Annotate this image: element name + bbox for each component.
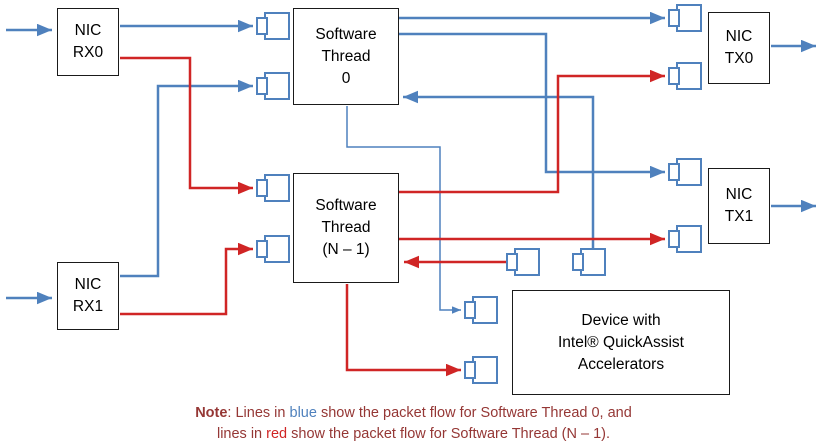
nic-rx1-label-line1: NIC — [74, 276, 102, 293]
queue-tab — [256, 179, 268, 197]
nic-rx0-box: NIC RX0 — [57, 8, 119, 76]
nic-tx0-label-line1: NIC — [725, 28, 753, 45]
note-line2-pre: lines in — [216, 426, 267, 443]
queue-tab — [464, 361, 476, 379]
queue-tab — [256, 17, 268, 35]
flow-blue-device-to-thread0 — [403, 90, 595, 248]
flow-blue-thread0-to-tx1-queue — [399, 32, 665, 179]
queue-threadn-in-from-rx1-icon — [256, 235, 290, 263]
flow-red-threadn-to-device-queue — [345, 284, 461, 377]
device-label-line1: Device with — [581, 311, 661, 329]
thread0-label-line3: 0 — [341, 69, 351, 87]
queue-thread0-in-from-rx0-icon — [256, 12, 290, 40]
thread0-label-line1: Software — [315, 25, 377, 43]
queue-tab — [256, 240, 268, 258]
device-label-line3: Accelerators — [577, 355, 665, 373]
queue-threadn-in-from-rx0-icon — [256, 174, 290, 202]
queue-device-in-from-threadn-icon — [464, 356, 498, 384]
queue-thread0-in-from-rx1-icon — [256, 72, 290, 100]
queue-tx1-in-from-threadn-icon — [668, 225, 702, 253]
device-label-line2: Intel® QuickAssist — [558, 333, 684, 351]
quickassist-device-box: Device with Intel® QuickAssist Accelerat… — [512, 290, 730, 395]
queue-tx1-in-from-thread0-icon — [668, 158, 702, 186]
note-red-word: red — [266, 426, 288, 443]
flow-red-rx0-to-threadn-queue — [120, 56, 253, 195]
note-blue-word: blue — [289, 405, 317, 421]
nic-tx0-label-line2: TX0 — [724, 50, 754, 67]
threadn-label-line2: Thread — [321, 219, 371, 236]
nic-rx0-label-line1: NIC — [74, 22, 102, 39]
legend-note-line1: Note: Lines in blue show the packet flow… — [0, 403, 827, 424]
legend-note-line2: lines in red show the packet flow for So… — [0, 424, 827, 445]
queue-tab — [464, 301, 476, 319]
thread0-label-line2: Thread — [321, 47, 371, 65]
nic-rx1-box: NIC RX1 — [57, 262, 119, 330]
queue-tab — [572, 253, 584, 271]
queue-device-in-from-thread0-icon — [464, 296, 498, 324]
queue-device-out-to-thread0-icon — [572, 248, 606, 276]
flow-red-rx1-to-threadn-queue — [120, 242, 253, 316]
queue-tab — [668, 163, 680, 181]
software-thread-0-box: Software Thread 0 — [293, 8, 399, 105]
software-thread-n-box: Software Thread (N – 1) — [293, 173, 399, 283]
note-line1-post: show the packet flow for Software Thread… — [316, 405, 632, 421]
nic-tx1-label-line2: TX1 — [724, 208, 754, 225]
queue-tab — [668, 67, 680, 85]
note-label: Note — [195, 405, 228, 421]
queue-body — [514, 248, 540, 276]
nic-tx1-box: NIC TX1 — [708, 168, 770, 244]
threadn-label-line1: Software — [315, 197, 377, 214]
queue-device-out-to-threadn-icon — [506, 248, 540, 276]
nic-rx0-label-line2: RX0 — [72, 44, 104, 61]
queue-tab — [668, 9, 680, 27]
legend-note: Note: Lines in blue show the packet flow… — [0, 403, 827, 446]
threadn-label-line3: (N – 1) — [322, 241, 370, 258]
queue-tab — [668, 230, 680, 248]
queue-tx0-in-from-thread0-icon — [668, 4, 702, 32]
queue-tab — [256, 77, 268, 95]
queue-body — [676, 158, 702, 186]
nic-rx1-label-line2: RX1 — [72, 298, 104, 315]
note-line1-pre: : Lines in — [227, 405, 290, 421]
flow-red-threadn-to-tx0-queue — [399, 69, 665, 194]
queue-body — [676, 62, 702, 90]
queue-tx0-in-from-threadn-icon — [668, 62, 702, 90]
flow-blue-rx1-to-thread0-queue — [120, 79, 253, 278]
note-line2-post: show the packet flow for Software Thread… — [287, 426, 611, 443]
queue-body — [472, 356, 498, 384]
nic-tx0-box: NIC TX0 — [708, 12, 770, 84]
nic-tx1-label-line1: NIC — [725, 186, 753, 203]
queue-tab — [506, 253, 518, 271]
